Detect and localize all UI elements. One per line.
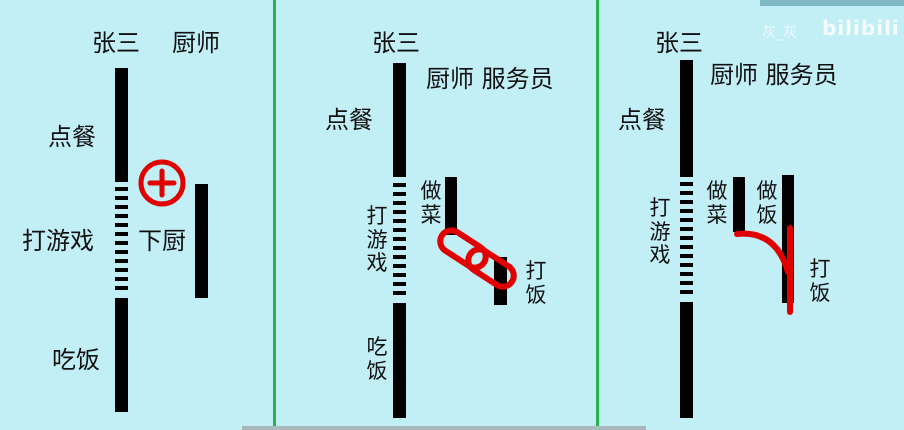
plus-circle-icon [138,159,186,207]
timeline-cook [445,177,457,235]
task-cook-rice-label: 做饭 [756,179,778,227]
timeline-main-top [393,63,406,177]
timeline-cook [733,177,745,232]
task-eat-label: 吃饭 [52,346,100,374]
task-game-label: 打游戏 [366,204,388,276]
task-cook-label: 做菜 [420,179,442,227]
bilibili-logo: bilibili [822,16,900,40]
chain-link-icon [437,227,517,290]
task-serve-label: 打饭 [809,257,831,305]
task-serve-label: 打饭 [525,259,547,307]
timeline-cook [195,184,208,298]
timeline-main-bottom [115,298,128,412]
task-order-label: 点餐 [325,106,373,134]
timeline-serve [494,257,507,305]
merge-curve-icon [734,225,793,315]
panel-divider-2 [596,0,599,430]
watermark-user: 灰_灰 [762,25,797,41]
timeline-main-top [680,60,693,177]
task-eat-label: 吃饭 [366,335,388,383]
timeline-main-bottom [393,303,406,418]
roles-label: 厨师 服务员 [710,61,838,89]
task-order-label: 点餐 [618,106,666,134]
scrollbar[interactable] [242,426,646,430]
timeline-main-top [115,68,128,182]
timeline-main-bottom [680,302,693,418]
task-game-label: 打游戏 [649,196,671,268]
panel-divider-1 [273,0,276,430]
task-game-label: 打游戏 [22,227,94,255]
person-label: 张三 [92,29,140,57]
person-label: 张三 [372,29,420,57]
roles-label: 厨师 服务员 [426,65,554,93]
task-cook-label: 下厨 [138,227,186,255]
task-cook-label: 做菜 [706,179,728,227]
person-label: 张三 [655,29,703,57]
top-bar [760,0,904,6]
task-order-label: 点餐 [48,123,96,151]
role-label: 厨师 [172,29,220,57]
